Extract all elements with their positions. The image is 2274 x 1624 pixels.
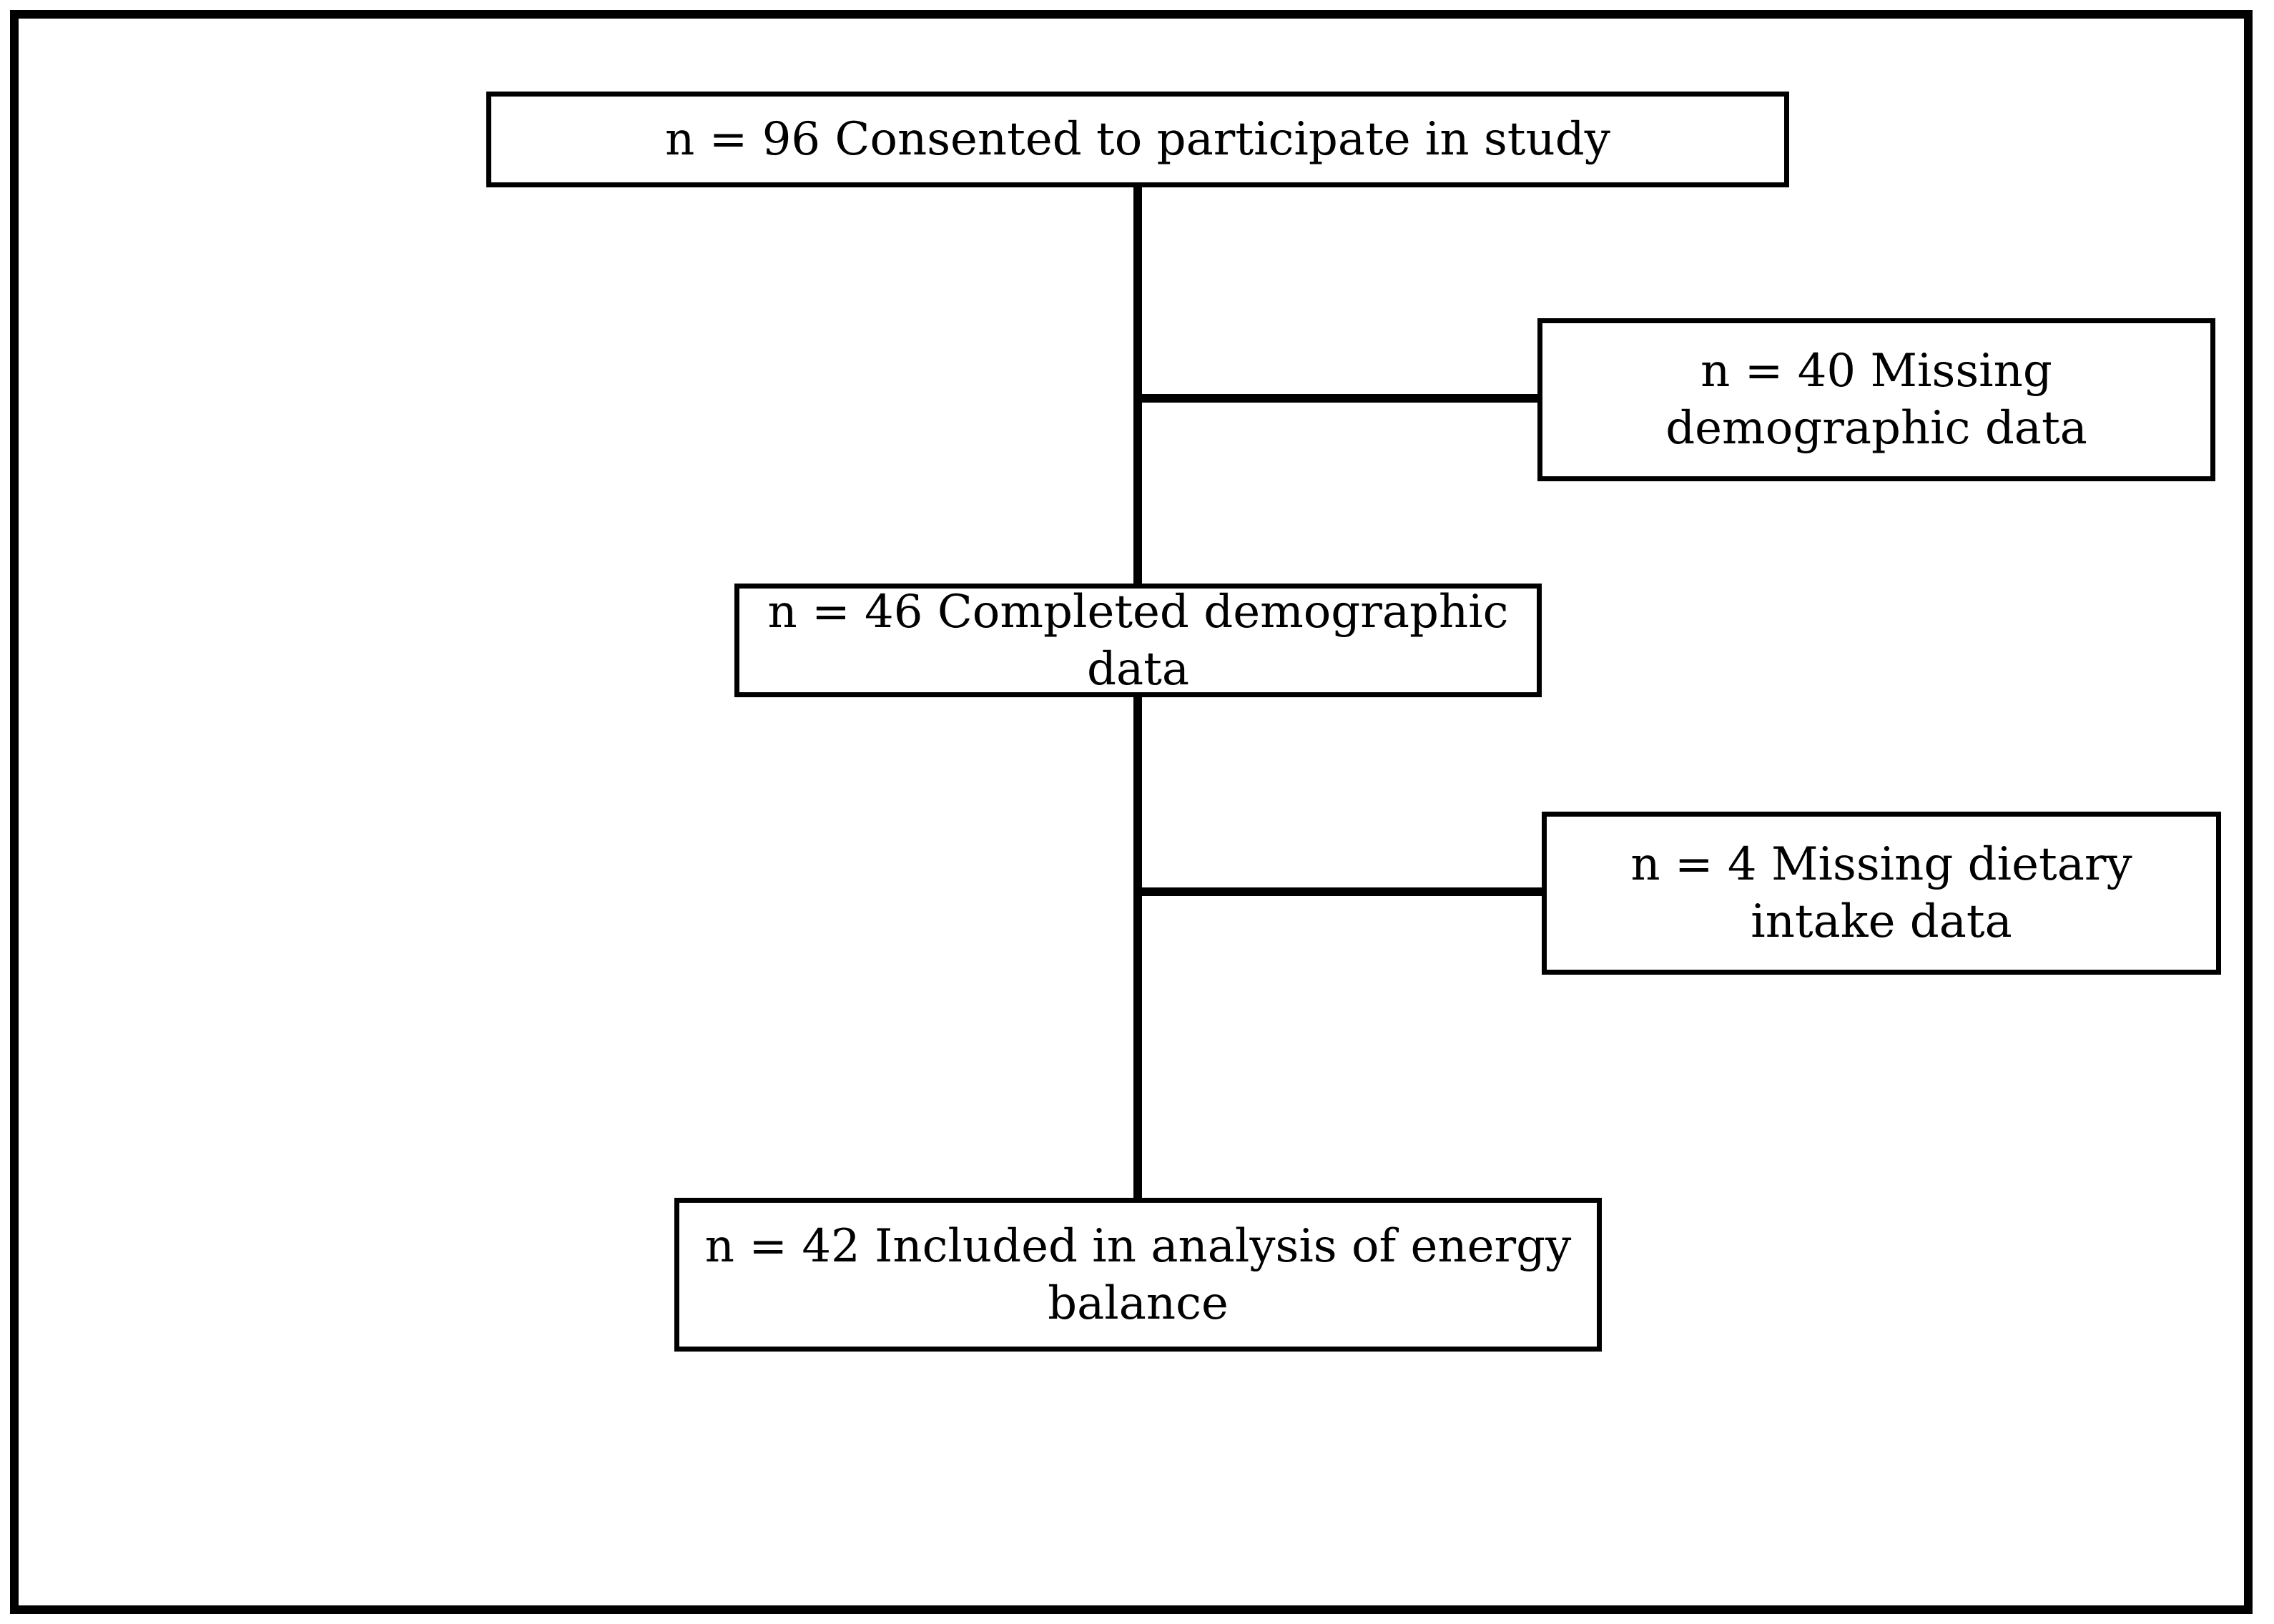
box-missing-dietary: n = 4 Missing dietary intake data — [1542, 812, 2221, 975]
connector-to-missing-dietary — [1133, 887, 1542, 896]
box-consented-text: n = 96 Consented to participate in study — [665, 113, 1610, 166]
connector-consented-to-completed — [1133, 182, 1142, 589]
box-completed-demographic-text: n = 46 Completed demographic data — [767, 585, 1509, 696]
box-consented: n = 96 Consented to participate in study — [486, 92, 1789, 187]
box-completed-demographic: n = 46 Completed demographic data — [734, 584, 1542, 697]
connector-to-missing-demographic — [1133, 394, 1537, 403]
box-included: n = 42 Included in analysis of energy ba… — [674, 1198, 1602, 1352]
box-missing-demographic-text: n = 40 Missing demographic data — [1665, 345, 2087, 455]
box-included-text: n = 42 Included in analysis of energy ba… — [704, 1219, 1572, 1330]
box-missing-demographic: n = 40 Missing demographic data — [1537, 318, 2215, 481]
connector-completed-to-included — [1133, 692, 1142, 1203]
box-missing-dietary-text: n = 4 Missing dietary intake data — [1630, 838, 2132, 948]
